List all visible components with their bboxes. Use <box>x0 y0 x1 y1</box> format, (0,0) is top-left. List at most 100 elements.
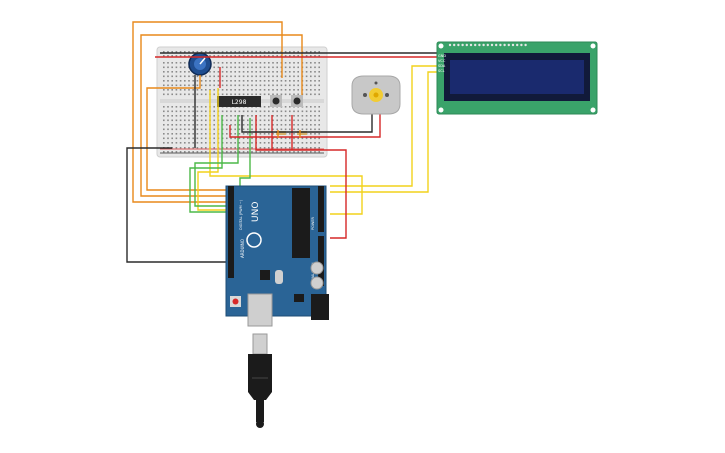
breadboard-hole[interactable] <box>284 119 287 122</box>
breadboard-hole[interactable] <box>310 62 312 64</box>
breadboard-hole[interactable] <box>221 66 224 69</box>
breadboard-hole[interactable] <box>171 84 173 87</box>
breadboard-hole[interactable] <box>192 124 194 126</box>
breadboard-hole[interactable] <box>200 115 203 117</box>
breadboard-hole[interactable] <box>310 124 312 126</box>
breadboard-hole[interactable] <box>289 147 291 149</box>
breadboard-hole[interactable] <box>213 62 215 64</box>
breadboard-hole[interactable] <box>251 89 253 91</box>
breadboard-hole[interactable] <box>163 89 165 91</box>
breadboard-hole[interactable] <box>289 128 291 131</box>
breadboard-hole[interactable] <box>217 84 220 87</box>
breadboard-hole[interactable] <box>247 84 249 87</box>
breadboard-hole[interactable] <box>297 62 299 64</box>
breadboard-hole[interactable] <box>209 55 211 57</box>
breadboard-hole[interactable] <box>263 115 266 117</box>
breadboard-hole[interactable] <box>305 128 308 131</box>
breadboard-hole[interactable] <box>251 119 253 122</box>
breadboard-hole[interactable] <box>205 51 207 53</box>
breadboard-hole[interactable] <box>263 128 266 131</box>
breadboard-hole[interactable] <box>305 119 308 122</box>
breadboard-hole[interactable] <box>297 147 299 149</box>
breadboard-hole[interactable] <box>188 71 190 73</box>
breadboard-hole[interactable] <box>171 66 173 69</box>
breadboard-hole[interactable] <box>318 71 320 73</box>
breadboard-hole[interactable] <box>293 128 295 131</box>
breadboard-hole[interactable] <box>175 142 178 144</box>
breadboard-hole[interactable] <box>314 62 316 64</box>
breadboard-hole[interactable] <box>268 80 270 82</box>
breadboard-hole[interactable] <box>318 137 320 140</box>
breadboard-hole[interactable] <box>217 80 220 82</box>
breadboard-hole[interactable] <box>310 106 312 108</box>
breadboard-hole[interactable] <box>276 110 278 113</box>
breadboard-hole[interactable] <box>171 133 173 135</box>
breadboard-hole[interactable] <box>276 147 278 149</box>
breadboard-hole[interactable] <box>314 80 316 82</box>
breadboard-hole[interactable] <box>192 80 194 82</box>
breadboard-hole[interactable] <box>179 133 182 135</box>
breadboard-hole[interactable] <box>268 151 270 153</box>
breadboard-hole[interactable] <box>175 151 178 153</box>
breadboard-hole[interactable] <box>171 80 173 82</box>
breadboard-hole[interactable] <box>314 71 316 73</box>
breadboard-hole[interactable] <box>167 119 169 122</box>
breadboard-hole[interactable] <box>217 71 220 73</box>
breadboard-hole[interactable] <box>221 110 224 113</box>
breadboard-hole[interactable] <box>247 151 249 153</box>
breadboard-hole[interactable] <box>179 137 182 140</box>
breadboard-hole[interactable] <box>234 142 236 144</box>
breadboard-hole[interactable] <box>192 137 194 140</box>
breadboard-hole[interactable] <box>247 66 249 69</box>
resistor-1[interactable] <box>276 131 286 135</box>
breadboard-hole[interactable] <box>284 124 287 126</box>
breadboard-hole[interactable] <box>238 84 241 87</box>
breadboard-hole[interactable] <box>163 62 165 64</box>
breadboard-hole[interactable] <box>184 147 186 149</box>
breadboard-hole[interactable] <box>171 62 173 64</box>
motor-driver-chip[interactable]: L298 <box>217 96 261 107</box>
breadboard-hole[interactable] <box>276 71 278 73</box>
breadboard-hole[interactable] <box>209 75 211 78</box>
breadboard-hole[interactable] <box>179 124 182 126</box>
breadboard-hole[interactable] <box>209 71 211 73</box>
breadboard-hole[interactable] <box>196 115 199 117</box>
breadboard-hole[interactable] <box>200 151 203 153</box>
breadboard-hole[interactable] <box>318 51 320 53</box>
breadboard-hole[interactable] <box>230 128 232 131</box>
breadboard-hole[interactable] <box>188 147 190 149</box>
breadboard-hole[interactable] <box>263 151 266 153</box>
breadboard-hole[interactable] <box>272 93 274 96</box>
breadboard-hole[interactable] <box>247 128 249 131</box>
dc-motor[interactable] <box>351 75 401 115</box>
breadboard-hole[interactable] <box>255 89 257 91</box>
breadboard-hole[interactable] <box>205 151 207 153</box>
breadboard-hole[interactable] <box>205 93 207 96</box>
breadboard-hole[interactable] <box>226 66 228 69</box>
breadboard-hole[interactable] <box>297 128 299 131</box>
breadboard-hole[interactable] <box>259 124 262 126</box>
breadboard-hole[interactable] <box>238 128 241 131</box>
breadboard-hole[interactable] <box>226 137 228 140</box>
breadboard-hole[interactable] <box>305 110 308 113</box>
breadboard-hole[interactable] <box>318 55 320 57</box>
breadboard-hole[interactable] <box>314 55 316 57</box>
breadboard-hole[interactable] <box>238 147 241 149</box>
breadboard-hole[interactable] <box>242 137 245 140</box>
breadboard-hole[interactable] <box>272 119 274 122</box>
breadboard-hole[interactable] <box>163 142 165 144</box>
breadboard-hole[interactable] <box>226 62 228 64</box>
breadboard-hole[interactable] <box>171 51 173 53</box>
breadboard-hole[interactable] <box>163 75 165 78</box>
breadboard-hole[interactable] <box>293 71 295 73</box>
breadboard-hole[interactable] <box>272 71 274 73</box>
breadboard-hole[interactable] <box>196 80 199 82</box>
breadboard-hole[interactable] <box>167 151 169 153</box>
breadboard-hole[interactable] <box>293 151 295 153</box>
breadboard-hole[interactable] <box>196 124 199 126</box>
breadboard-hole[interactable] <box>230 93 232 96</box>
breadboard-hole[interactable] <box>297 55 299 57</box>
breadboard-hole[interactable] <box>188 137 190 140</box>
power-jack[interactable] <box>311 294 329 320</box>
breadboard-hole[interactable] <box>251 66 253 69</box>
